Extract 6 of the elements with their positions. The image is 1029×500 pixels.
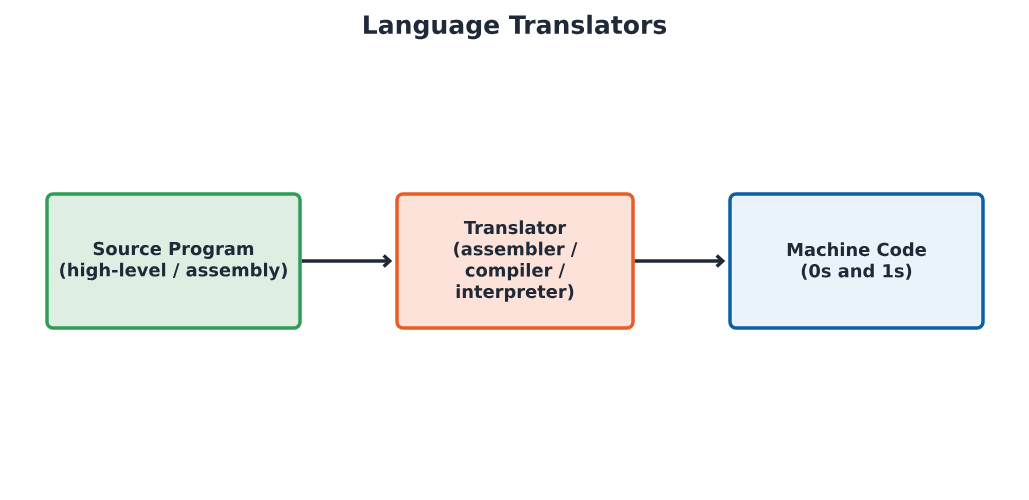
arrow [634,254,726,268]
arrow [301,254,393,268]
process-box: Machine Code (0s and 1s) [728,192,985,330]
process-box: Translator (assembler / compiler / interpreter) [395,192,635,330]
process-box: Source Program (high-level / assembly) [45,192,302,330]
title: Language Translators [364,14,667,40]
